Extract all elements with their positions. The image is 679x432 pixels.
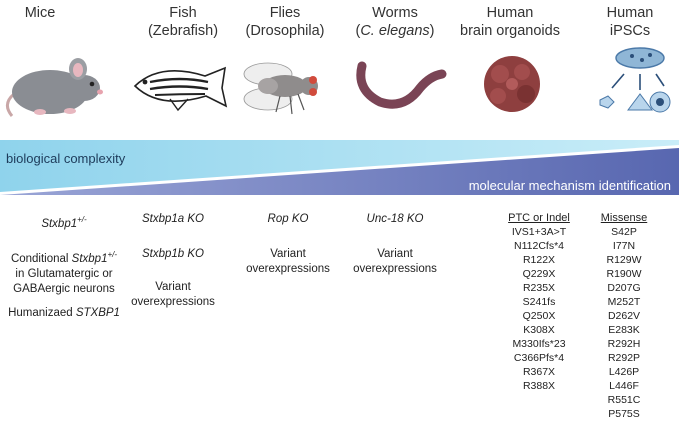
mouse-illustration xyxy=(6,58,103,117)
header-organoids-title: Human xyxy=(486,5,534,21)
list-item: N112Cfs*4 xyxy=(514,240,564,252)
flies-ko: Rop KO xyxy=(267,213,309,225)
molecular-mechanism-label: molecular mechanism identification xyxy=(468,178,671,193)
list-item: Q250X xyxy=(522,310,556,322)
fish-ko-a: Stxbp1a KO xyxy=(141,213,204,225)
worms-ko: Unc-18 KO xyxy=(366,213,424,225)
list-item: D262V xyxy=(607,310,641,322)
missense-list: Missense S42P I77N R129W R190W D207G M25… xyxy=(588,211,660,421)
header-flies-subtitle: (Drosophila) xyxy=(245,23,325,39)
list-item: S42P xyxy=(611,226,637,238)
list-item: Q229X xyxy=(522,268,556,280)
list-item: R551C xyxy=(607,394,641,406)
list-item: R122X xyxy=(522,254,556,266)
gradient-bars xyxy=(0,140,679,195)
list-item: C366Pfs*4 xyxy=(513,352,565,364)
header-flies-title: Flies xyxy=(269,5,301,21)
header-mice: Mice xyxy=(10,4,70,22)
header-organoids-subtitle: brain organoids xyxy=(460,23,560,39)
organoid-illustration xyxy=(484,56,540,112)
list-item: D207G xyxy=(607,282,641,294)
illustrations xyxy=(6,47,671,117)
list-item: R367X xyxy=(522,366,556,378)
zebrafish-illustration xyxy=(133,66,228,112)
missense-header: Missense xyxy=(600,212,648,224)
list-item: E283K xyxy=(608,324,640,336)
header-ipscs-title: Human xyxy=(606,5,654,21)
header-worms-title: Worms xyxy=(372,5,418,21)
header-worms: Worms (C. elegans) xyxy=(340,4,450,40)
list-item: R129W xyxy=(606,254,642,266)
list-item: R388X xyxy=(522,380,556,392)
worm-illustration xyxy=(356,61,447,109)
header-worms-subtitle: (C. elegans) xyxy=(355,23,435,39)
header-ipscs-subtitle: iPSCs xyxy=(609,23,651,39)
drosophila-illustration xyxy=(243,62,318,115)
ptc-indel-header: PTC or Indel xyxy=(508,212,570,224)
list-item: M252T xyxy=(607,296,641,308)
list-item: P575S xyxy=(608,408,640,420)
mice-humanized-model: Humanizaed STXBP1 xyxy=(8,307,120,319)
header-fish-title: Fish xyxy=(169,5,197,21)
header-mice-title: Mice xyxy=(24,5,56,21)
list-item: L426P xyxy=(608,366,640,378)
fish-ko-b: Stxbp1b KO xyxy=(141,248,204,260)
list-item: S241fs xyxy=(522,296,556,308)
list-item: K308X xyxy=(523,324,555,336)
header-flies: Flies (Drosophila) xyxy=(235,4,335,40)
header-fish-subtitle: (Zebrafish) xyxy=(147,23,219,39)
header-organoids: Human brain organoids xyxy=(450,4,570,40)
list-item: IVS1+3A>T xyxy=(511,226,567,238)
molecular-mechanism-bar xyxy=(0,148,679,195)
mice-conditional-model: Conditional Stxbp1+/- in Glutamatergic o… xyxy=(10,250,118,295)
list-item: L446F xyxy=(609,380,639,392)
list-item: R292H xyxy=(607,338,641,350)
list-item: R235X xyxy=(522,282,556,294)
biological-complexity-bar xyxy=(0,140,679,192)
biological-complexity-label: biological complexity xyxy=(6,151,126,166)
mice-model-heterozygous: Stxbp1+/- xyxy=(41,215,87,230)
list-item: R292P xyxy=(607,352,641,364)
list-item: M330Ifs*23 xyxy=(512,338,566,350)
ptc-indel-list: PTC or Indel IVS1+3A>T N112Cfs*4 R122X Q… xyxy=(496,211,582,393)
list-item: R190W xyxy=(606,268,642,280)
list-item: I77N xyxy=(612,240,636,252)
header-ipscs: Human iPSCs xyxy=(590,4,670,40)
header-fish: Fish (Zebrafish) xyxy=(128,4,238,40)
ipsc-illustration xyxy=(599,47,671,113)
